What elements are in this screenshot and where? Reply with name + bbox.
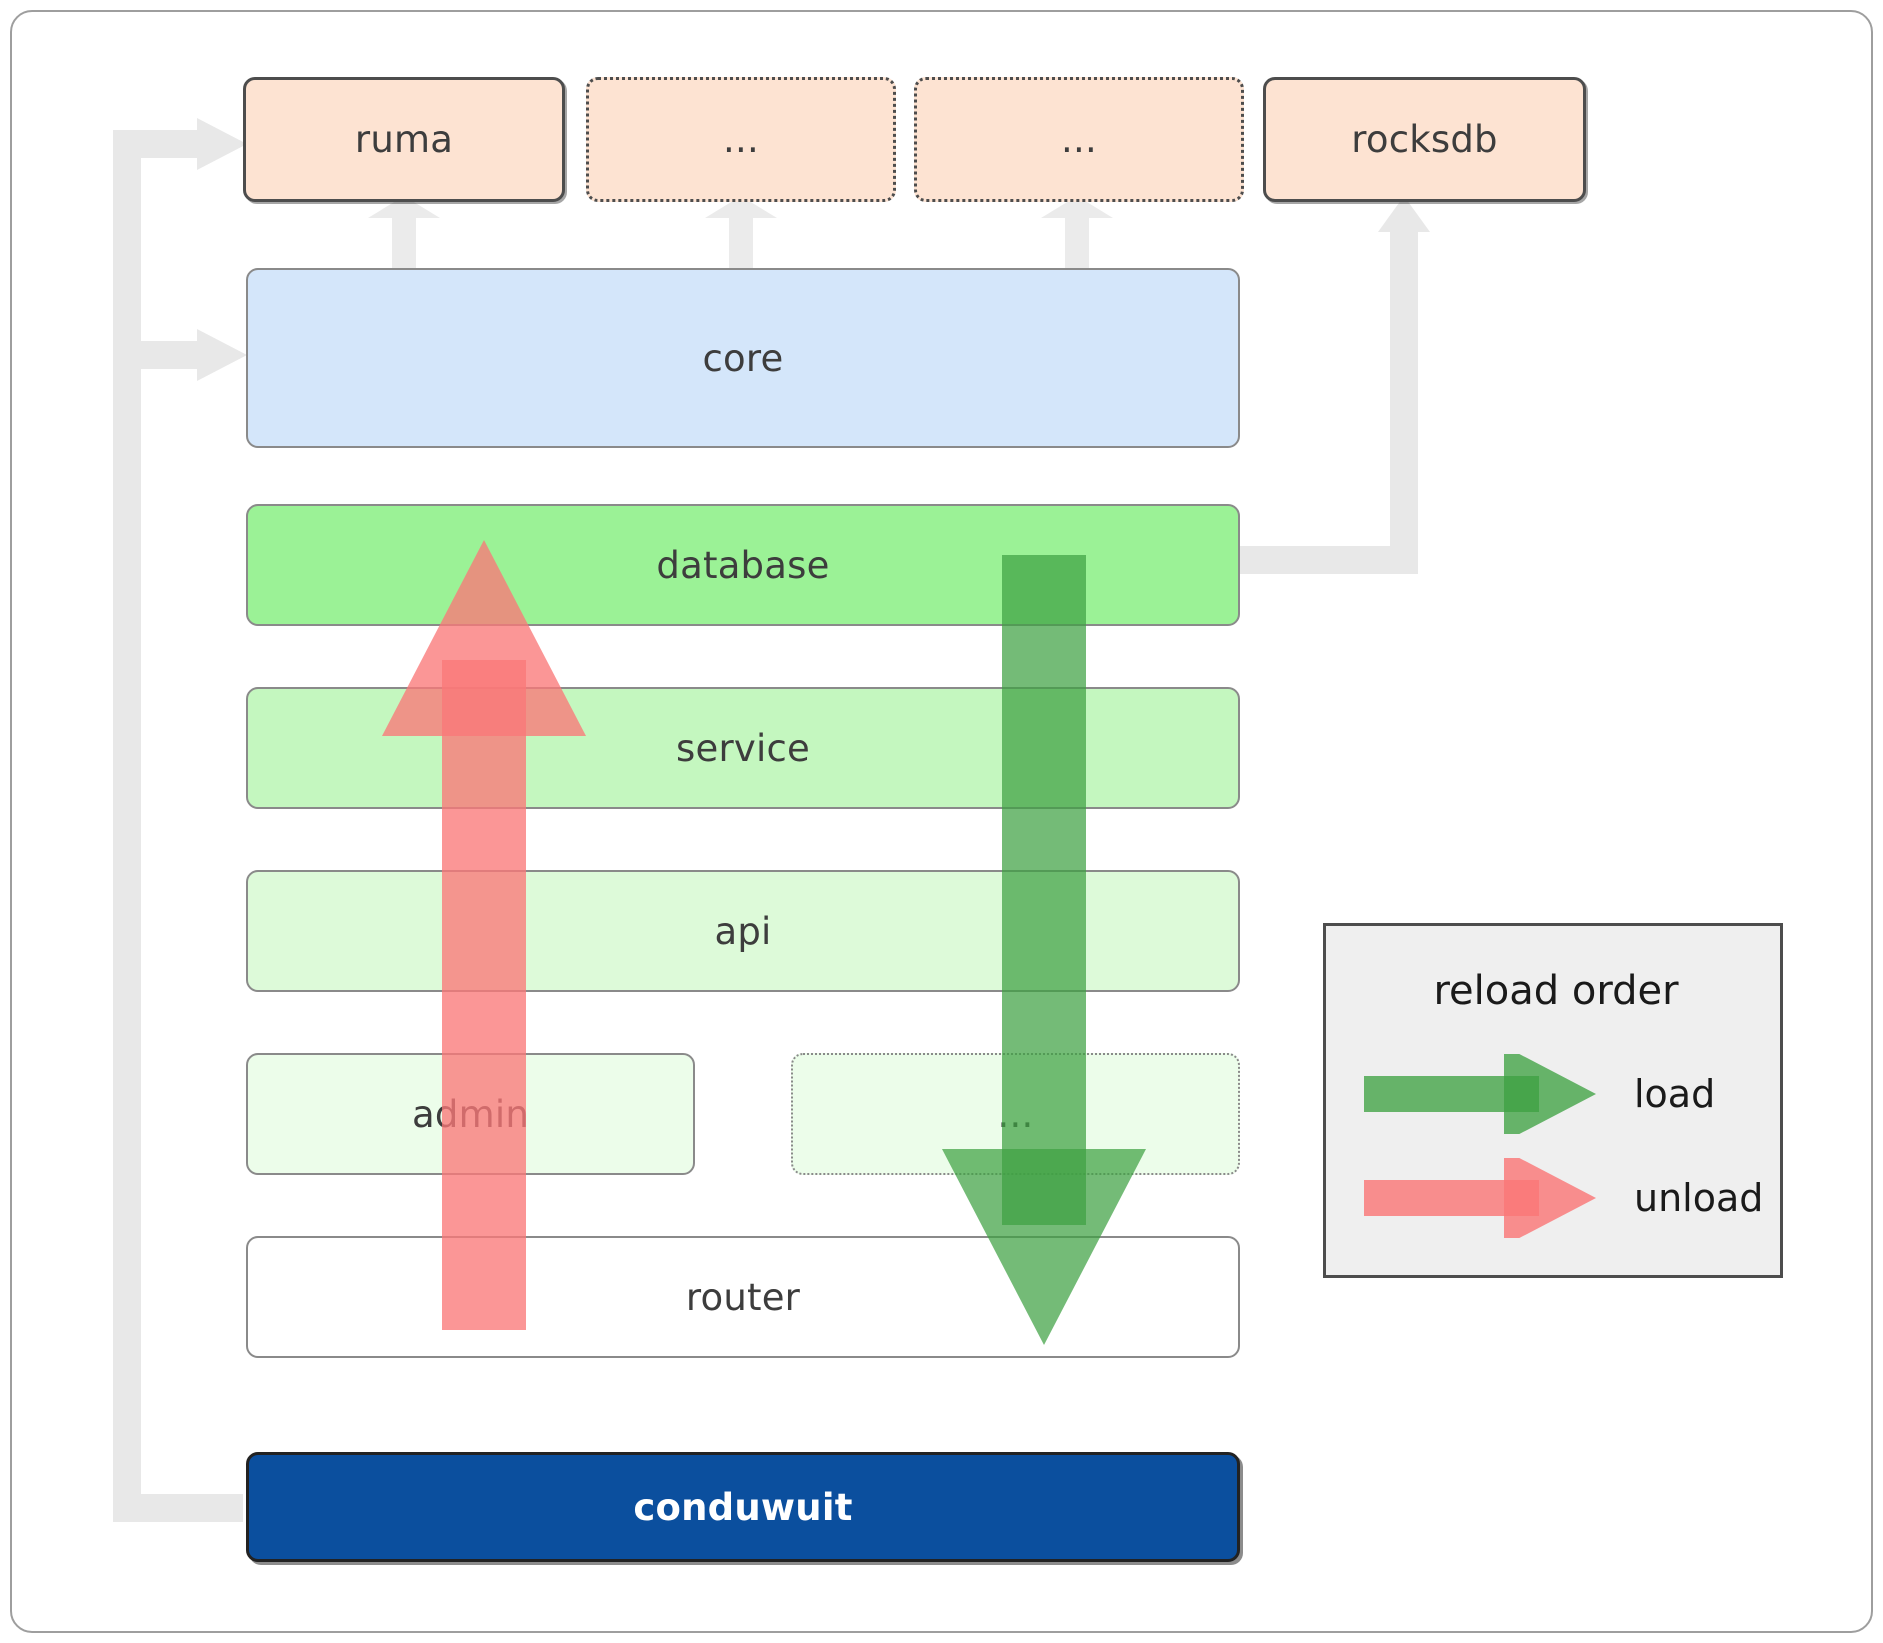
legend-title: reload order	[1433, 968, 1679, 1014]
dependency-label: ...	[1061, 118, 1097, 161]
layer-label: ...	[997, 1092, 1034, 1136]
diagram-frame	[10, 10, 1873, 1633]
layer-box-database[interactable]: database	[246, 504, 1240, 626]
legend-load-label: load	[1634, 1072, 1716, 1116]
dependency-label: ...	[723, 118, 759, 161]
layer-label: router	[685, 1275, 801, 1319]
core-label: core	[702, 336, 784, 380]
layer-box-service[interactable]: service	[246, 687, 1240, 809]
layer-box-admin[interactable]: admin	[246, 1053, 695, 1175]
dependency-box-rocksdb[interactable]: rocksdb	[1263, 77, 1586, 202]
dependency-box-ellipsis-1[interactable]: ...	[586, 77, 896, 202]
legend-row-load: load	[1326, 1046, 1786, 1142]
layer-label: database	[656, 543, 830, 587]
layer-label: service	[676, 726, 810, 770]
root-box-conduwuit[interactable]: conduwuit	[246, 1452, 1240, 1562]
legend-unload-label: unload	[1634, 1176, 1764, 1220]
layer-label: admin	[412, 1092, 529, 1136]
legend-panel: reload order load unload	[1323, 923, 1783, 1278]
dependency-box-ellipsis-2[interactable]: ...	[914, 77, 1244, 202]
dependency-label: rocksdb	[1351, 118, 1498, 161]
layer-label: api	[714, 909, 772, 953]
layer-box-api[interactable]: api	[246, 870, 1240, 992]
dependency-label: ruma	[354, 118, 454, 161]
dependency-box-ruma[interactable]: ruma	[243, 77, 565, 202]
legend-load-arrow-icon	[1364, 1046, 1596, 1142]
core-box[interactable]: core	[246, 268, 1240, 448]
legend-unload-arrow-icon	[1364, 1150, 1596, 1246]
root-label: conduwuit	[633, 1485, 853, 1529]
layer-box-router[interactable]: router	[246, 1236, 1240, 1358]
layer-box-ellipsis[interactable]: ...	[791, 1053, 1240, 1175]
legend-row-unload: unload	[1326, 1150, 1786, 1246]
